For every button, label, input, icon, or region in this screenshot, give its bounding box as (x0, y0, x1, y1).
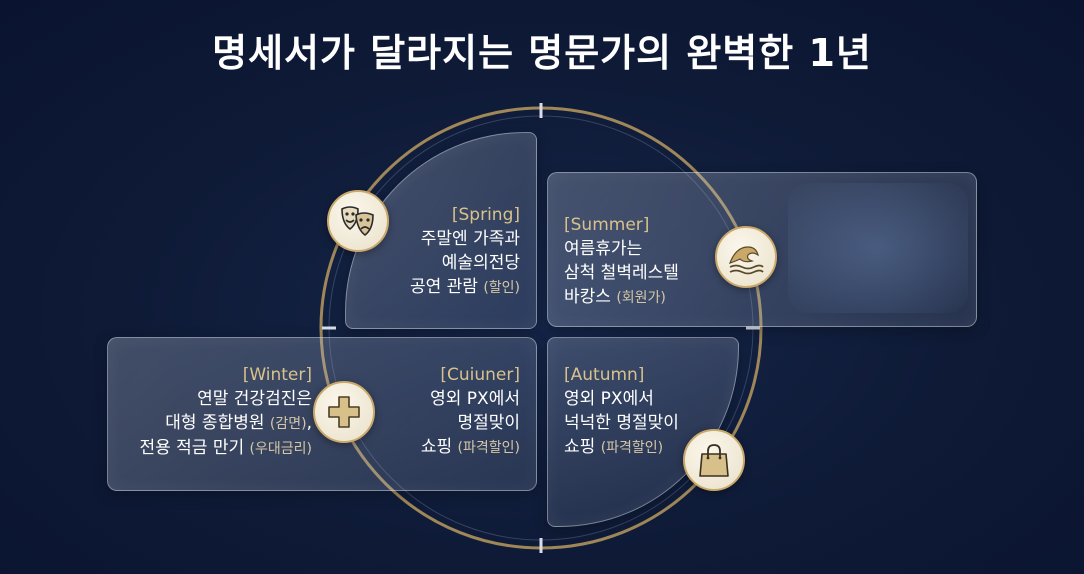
summer-line-3: 바캉스 (회원가) (564, 285, 784, 310)
winter-line-2-text: 대형 종합병원 (165, 413, 270, 433)
winter-text: [Winter] 연말 건강검진은 대형 종합병원 (감면), 전용 적금 만기… (112, 363, 312, 461)
spring-line-3: 공연 관람 (할인) (360, 275, 520, 300)
summer-line-2: 삼척 철벽레스텔 (564, 263, 679, 283)
winter-label: [Winter] (242, 365, 312, 385)
shopping-bag-icon (683, 429, 745, 491)
winter-line-2: 대형 종합병원 (감면), (112, 411, 312, 436)
page-title: 명세서가 달라지는 명문가의 완벽한 1년 (212, 31, 872, 75)
theater-masks-icon (327, 190, 389, 252)
cuiuner-text: [Cuiuner] 영외 PX에서 명절맞이 쇼핑 (파격할인) (360, 363, 520, 460)
winter-line-3-text: 전용 적금 만기 (139, 438, 250, 458)
summer-note: (회원가) (616, 290, 666, 306)
winter-line-3: 전용 적금 만기 (우대금리) (112, 436, 312, 461)
cuiuner-line-3: 쇼핑 (파격할인) (360, 435, 520, 460)
winter-note-1: (감면) (269, 416, 307, 432)
spring-text: [Spring] 주말엔 가족과 예술의전당 공연 관람 (할인) (360, 203, 520, 300)
cuiuner-label: [Cuiuner] (440, 365, 520, 385)
spring-line-2: 예술의전당 (441, 253, 520, 273)
summer-text: [Summer] 여름휴가는 삼척 철벽레스텔 바캉스 (회원가) (564, 213, 784, 310)
cuiuner-note: (파격할인) (457, 440, 520, 456)
spring-label: [Spring] (451, 205, 520, 225)
spring-line-3-text: 공연 관람 (409, 277, 484, 297)
medical-cross-icon (313, 381, 375, 443)
winter-note-2: (우대금리) (249, 441, 312, 457)
winter-line-1: 연말 건강검진은 (197, 389, 312, 409)
wave-icon (715, 226, 777, 288)
cuiuner-line-2: 명절맞이 (457, 413, 520, 433)
spring-line-1: 주말엔 가족과 (420, 229, 520, 249)
autumn-label: [Autumn] (564, 365, 645, 385)
summer-label: [Summer] (564, 215, 650, 235)
autumn-line-1: 영외 PX에서 (564, 389, 654, 409)
winter-line-2-tail: , (306, 413, 312, 433)
autumn-line-2: 넉넉한 명절맞이 (564, 413, 679, 433)
autumn-line-3: 쇼핑 (파격할인) (564, 435, 734, 460)
summer-line-1: 여름휴가는 (564, 239, 643, 259)
autumn-text: [Autumn] 영외 PX에서 넉넉한 명절맞이 쇼핑 (파격할인) (564, 363, 734, 460)
cuiuner-line-1: 영외 PX에서 (430, 389, 520, 409)
autumn-line-3-text: 쇼핑 (564, 437, 601, 457)
spring-note: (할인) (483, 280, 520, 296)
summer-line-3-text: 바캉스 (564, 287, 617, 307)
autumn-note: (파격할인) (600, 440, 664, 456)
cuiuner-line-3-text: 쇼핑 (420, 437, 458, 457)
